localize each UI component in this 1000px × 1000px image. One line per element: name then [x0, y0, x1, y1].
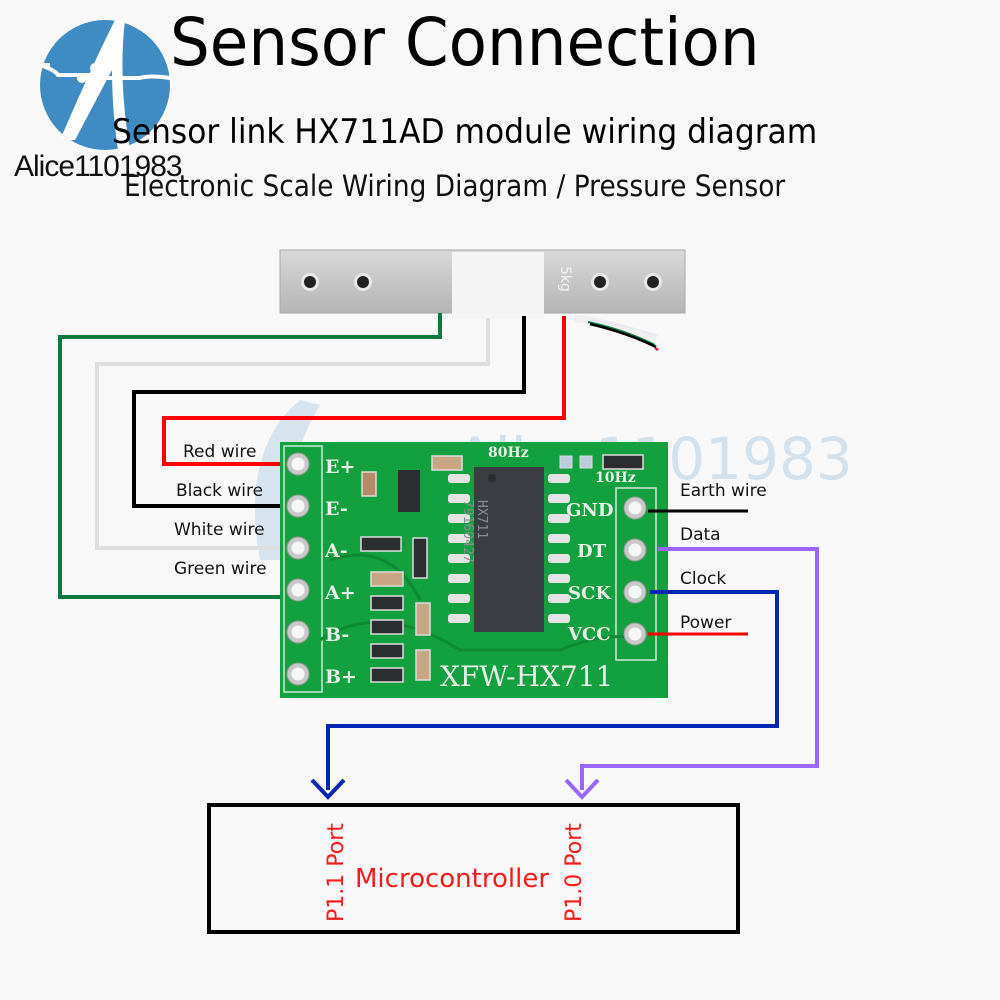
red-wire [162, 316, 566, 466]
smd-components [360, 454, 644, 683]
black-wire [132, 316, 526, 508]
chip-pin-left [448, 494, 470, 503]
mounting-hole-icon [301, 273, 319, 291]
pin-label-e-minus: E- [325, 498, 348, 520]
chip-pin-right [548, 514, 570, 523]
pad-vcc-hole [628, 627, 642, 641]
chip-pin-left [448, 534, 470, 543]
freq-label-80hz: 80Hz [488, 445, 529, 461]
load-cell-capacity: 5kg [557, 266, 573, 292]
pad-gnd-hole [628, 501, 642, 515]
chip-pin-right [548, 574, 570, 583]
freq-label-10hz: 10Hz [595, 470, 636, 486]
wire-label-earth: Earth wire [680, 481, 767, 501]
pin-label-gnd: GND [566, 500, 614, 521]
pin-label-b-plus: B+ [325, 666, 357, 688]
pin-label-dt: DT [577, 541, 607, 562]
pin-label-vcc: VCC [568, 624, 611, 645]
microcontroller-label: Microcontroller [355, 864, 550, 894]
pin-label-a-plus: A+ [325, 582, 356, 604]
strain-gauge-cover [452, 252, 544, 318]
chip-marking: HX711 79160427 [459, 500, 489, 563]
wire-label-red: Red wire [183, 442, 257, 462]
chip-pin-left [448, 514, 470, 523]
mounting-hole-icon [591, 273, 609, 291]
wire-label-data: Data [680, 525, 721, 545]
chip-marking-line: HX711 [474, 500, 489, 540]
chip-pin-right [548, 554, 570, 563]
pad-sck-hole [628, 585, 642, 599]
pad-aplus-hole [291, 583, 305, 597]
chip-pin-right [548, 494, 570, 503]
mounting-hole-icon [644, 273, 662, 291]
chip-pin-right [548, 474, 570, 483]
pin-label-sck: SCK [568, 583, 611, 604]
mounting-hole-icon [354, 273, 372, 291]
wire-label-white: White wire [174, 520, 265, 540]
page-title: Sensor Connection [170, 4, 760, 81]
chip-marking-line: 79160427 [459, 500, 475, 563]
pad-bminus-hole [291, 625, 305, 639]
pin-label-b-minus: B- [325, 624, 350, 646]
chip-pin-left [448, 594, 470, 603]
hx711-chip [474, 467, 544, 632]
microcontroller-box [207, 803, 740, 934]
wire-label-black: Black wire [176, 481, 264, 501]
module-name: XFW-HX711 [440, 660, 614, 693]
pad-dt-hole [628, 543, 642, 557]
chip-pin-left [448, 574, 470, 583]
green-wire [58, 313, 442, 599]
logo-globe-icon [39, 20, 171, 150]
pin-label-e-plus: E+ [325, 456, 356, 478]
port-label-p1-0: P1.0 Port [562, 823, 587, 922]
pin-label-a-minus: A- [325, 540, 348, 562]
wire-label-power: Power [680, 613, 732, 633]
wire-label-clock: Clock [680, 569, 727, 589]
load-cell [279, 249, 686, 351]
chip-pin-left [448, 614, 470, 623]
port-label-p1-1: P1.1 Port [324, 823, 349, 922]
wire-label-green: Green wire [174, 559, 267, 579]
data-arrow-icon [564, 778, 600, 800]
chip-pin-left [448, 474, 470, 483]
right-pin-pads [623, 496, 647, 646]
white-wire [95, 318, 490, 550]
chip-pin-right [548, 614, 570, 623]
pad-eminus-hole [291, 499, 305, 513]
chip-pin-right [548, 534, 570, 543]
pad-bplus-hole [291, 667, 305, 681]
chip-pin-left [448, 554, 470, 563]
brand-name: Alice1101983 [14, 150, 183, 183]
chip-pin-right [548, 594, 570, 603]
clock-arrow-icon [310, 778, 346, 800]
clock-wire [326, 590, 779, 790]
data-wire [580, 547, 819, 790]
hx711-module [280, 442, 668, 698]
pad-aminus-hole [291, 541, 305, 555]
page-subtitle-secondary: Electronic Scale Wiring Diagram / Pressu… [124, 169, 786, 203]
page-subtitle: Sensor link HX711AD module wiring diagra… [112, 112, 818, 152]
chip-pins [448, 474, 570, 623]
pad-eplus-hole [291, 457, 305, 471]
left-pin-pads [286, 452, 310, 686]
